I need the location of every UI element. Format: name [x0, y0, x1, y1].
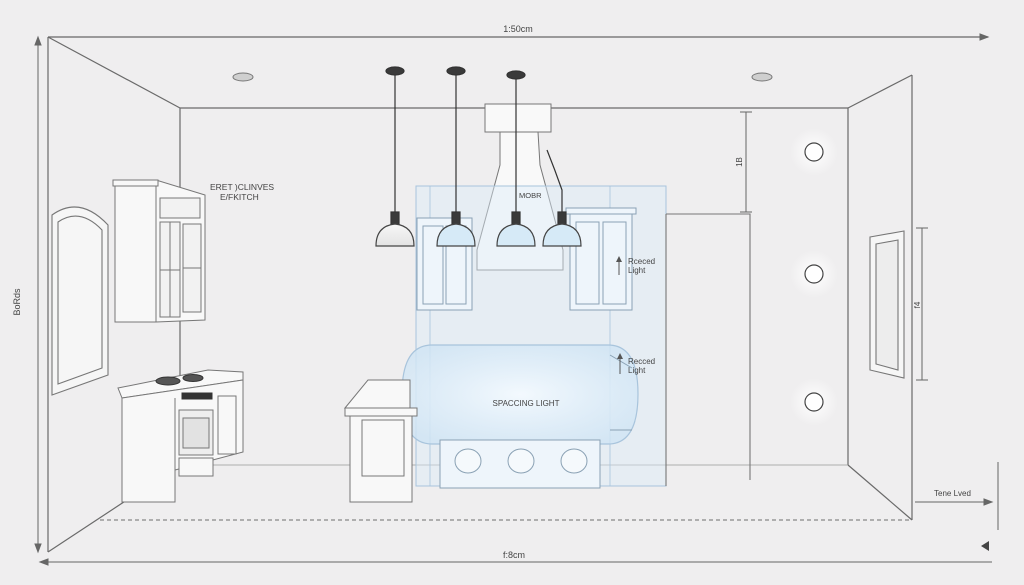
island-label: SPACCING LIGHT [493, 399, 560, 408]
right-upper-dimension: 1B [735, 157, 744, 167]
left-window [51, 206, 109, 396]
cooktop-burner-icon [155, 374, 213, 400]
arrow-left-icon [981, 541, 989, 551]
recessed-upper-line1: Rceced [628, 257, 655, 266]
top-width-label: 1:50cm [503, 24, 533, 34]
right-window [869, 230, 905, 379]
recessed-upper-line2: Light [628, 266, 646, 275]
left-height-label: BoRds [12, 288, 22, 316]
pendant-light-icon [375, 66, 582, 247]
bottom-width-label: f:8cm [503, 550, 525, 560]
wall-light-icon [790, 128, 838, 426]
hood-label: MOBR [519, 191, 542, 200]
recessed-light-icon [232, 72, 773, 82]
right-middle-dimension: f4 [913, 301, 922, 308]
floor-level-label: Tene Lved [934, 489, 971, 498]
dimension-lines [34, 33, 999, 566]
doorway [665, 213, 751, 486]
kitchen-island [401, 344, 639, 489]
stove-counter [117, 369, 244, 503]
side-counter [343, 379, 418, 503]
upper-cabinet-left [112, 179, 206, 323]
recessed-lower-line1: Recced [628, 357, 655, 366]
recessed-lower-line2: Light [628, 366, 646, 375]
cabinet-note-line2: E/FKITCH [220, 192, 259, 202]
cabinet-note-line1: ERET )CLINVES [210, 182, 274, 192]
